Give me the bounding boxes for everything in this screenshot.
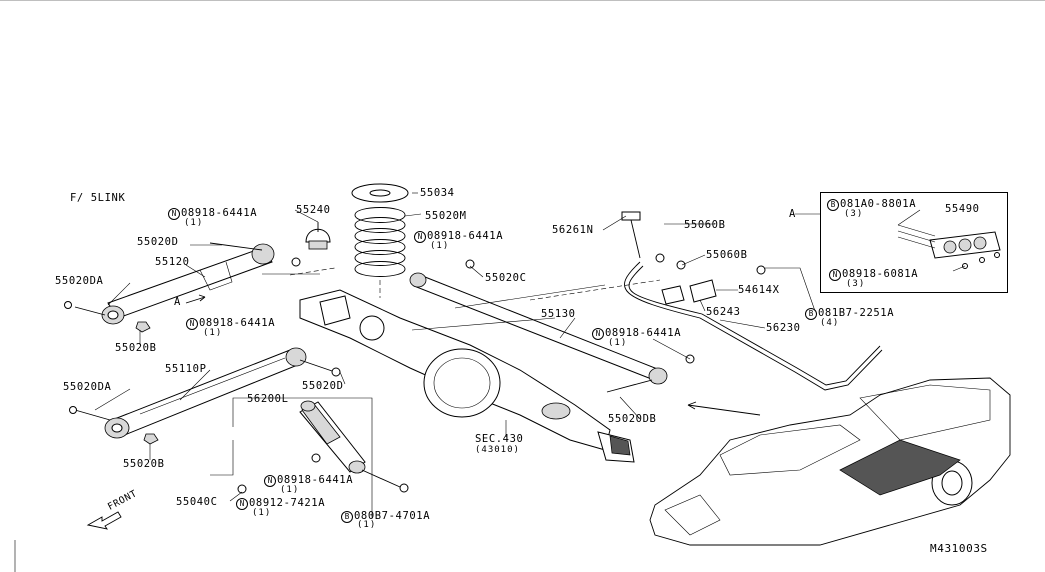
nut-qty-upper: (1) <box>184 218 204 228</box>
inset-panel <box>820 192 1008 293</box>
nut-part-number: 08918-6081A <box>842 268 919 280</box>
nut-part-number: 08912-7421A <box>249 497 326 509</box>
label-55020DB: 55020DB <box>608 413 657 425</box>
bolt-qty-inset: (3) <box>844 209 864 219</box>
label-54614X: 54614X <box>738 284 780 296</box>
section-title: F/ 5LINK <box>70 192 126 204</box>
front-arrow-icon <box>86 511 122 530</box>
upper-link-55120 <box>64 242 301 333</box>
nut-part-number: 08918-6441A <box>181 207 258 219</box>
label-56200L: 56200L <box>247 393 289 405</box>
nut-qty-shock2: (1) <box>252 508 272 518</box>
view-a-arrow <box>185 294 206 304</box>
inset-marker-a: A <box>789 208 796 220</box>
label-55060B-b: 55060B <box>706 249 748 261</box>
label-55130: 55130 <box>541 308 576 320</box>
figure-id: M431003S <box>930 542 988 555</box>
bump-stopper-55240 <box>305 222 331 250</box>
label-sec-430: SEC.430 <box>475 433 524 445</box>
label-55020C: 55020C <box>485 272 527 284</box>
label-55240: 55240 <box>296 204 331 216</box>
coil-spring-55020M <box>351 183 409 298</box>
bolt-symbol: B <box>341 511 353 523</box>
label-55020B-top: 55020B <box>115 342 157 354</box>
rear-axle-housing <box>299 289 635 463</box>
leader-lines <box>94 192 820 502</box>
nut-part-number: 08918-6441A <box>277 474 354 486</box>
bolt-part-number: 081B7-2251A <box>818 307 895 319</box>
lateral-rod-55130 <box>409 259 695 393</box>
label-55020M: 55020M <box>425 210 467 222</box>
nut-symbol: N <box>186 318 198 330</box>
shock-absorber-56200L <box>237 400 409 494</box>
label-55020DA-bot: 55020DA <box>63 381 112 393</box>
nut-qty-left: (1) <box>203 328 223 338</box>
nut-symbol: N <box>829 269 841 281</box>
nut-symbol: N <box>264 475 276 487</box>
bolt-symbol: B <box>805 308 817 320</box>
nut-symbol: N <box>236 498 248 510</box>
label-56243: 56243 <box>706 306 741 318</box>
bolt-part-number: 080B7-4701A <box>354 510 431 522</box>
label-55020D-top: 55020D <box>137 236 179 248</box>
label-55110P: 55110P <box>165 363 207 375</box>
label-55490: 55490 <box>945 203 980 215</box>
label-sec-430-sub: (43010) <box>475 445 520 455</box>
stabilizer-56230 <box>621 211 883 391</box>
label-55020B-bot: 55020B <box>123 458 165 470</box>
nut-part-number: 08918-6441A <box>199 317 276 329</box>
nut-part-number: 08918-6441A <box>605 327 682 339</box>
nut-symbol: N <box>414 231 426 243</box>
label-55020D-mid: 55020D <box>302 380 344 392</box>
nut-qty-shock: (1) <box>280 485 300 495</box>
bolt-qty-shock: (1) <box>357 520 377 530</box>
label-55020DA-top: 55020DA <box>55 275 104 287</box>
inset-drawing <box>897 209 1001 272</box>
nut-part-number: 08918-6441A <box>427 230 504 242</box>
nut-qty-inset: (3) <box>846 279 866 289</box>
label-55120: 55120 <box>155 256 190 268</box>
bolt-qty-stab: (4) <box>820 318 840 328</box>
nut-symbol: N <box>168 208 180 220</box>
nut-qty-spring: (1) <box>430 241 450 251</box>
label-55040C: 55040C <box>176 496 218 508</box>
vehicle-silhouette <box>649 377 1011 546</box>
label-55034: 55034 <box>420 187 455 199</box>
nut-qty-right: (1) <box>608 338 628 348</box>
view-marker-a: A <box>174 296 181 308</box>
bolt-part-number: 081A0-8801A <box>840 198 917 210</box>
nut-symbol: N <box>592 328 604 340</box>
bolt-symbol: B <box>827 199 839 211</box>
label-56230: 56230 <box>766 322 801 334</box>
label-56261N: 56261N <box>552 224 594 236</box>
lower-link-55110P <box>69 347 341 445</box>
label-55060B-a: 55060B <box>684 219 726 231</box>
